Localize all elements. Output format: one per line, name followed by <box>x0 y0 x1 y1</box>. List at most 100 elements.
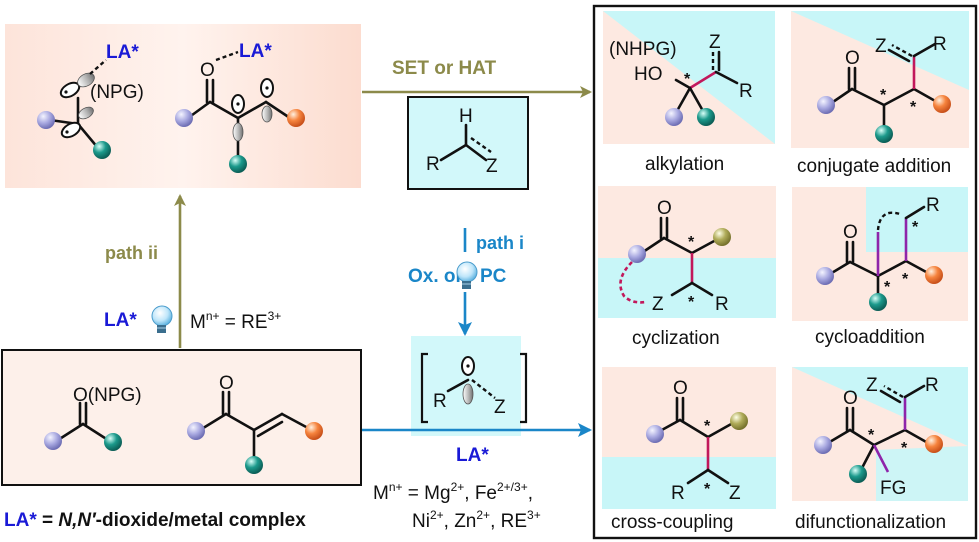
product-caption: conjugate addition <box>797 156 951 177</box>
panel-background <box>5 24 361 188</box>
path-i-arrow: path i Ox. or PC <box>408 228 524 336</box>
sphere-orange <box>933 95 951 113</box>
stereocenter-mark: * <box>704 481 711 498</box>
z-label: Z <box>486 156 498 177</box>
z-label: Z <box>494 397 506 418</box>
sphere-orange <box>287 109 305 127</box>
ketyl-radical-intermediate: LA* (NPG) <box>37 42 144 159</box>
sphere-teal <box>869 293 887 311</box>
o-label: O <box>843 388 858 409</box>
radical-box: R Z <box>411 336 528 436</box>
r-label: R <box>933 34 947 55</box>
la-label: LA* <box>239 41 272 62</box>
metal-list-line1: Mn+ = Mg2+, Fe2+/3+, <box>373 480 533 504</box>
sphere-purple <box>187 422 205 440</box>
sphere-teal <box>104 433 122 451</box>
stereocenter-mark: * <box>868 427 875 444</box>
carbonyl-label: O(NPG) <box>73 385 142 406</box>
z-label: Z <box>709 32 721 53</box>
ho-label: HO <box>634 64 663 85</box>
r-label: R <box>715 294 729 315</box>
sphere-orange <box>925 266 943 284</box>
product-cross-coupling: O R Z * * cross-coupling <box>602 367 776 533</box>
sphere-purple <box>44 432 62 450</box>
stereocenter-mark: * <box>910 99 917 116</box>
left-bracket <box>420 352 428 424</box>
sphere-purple <box>37 111 55 129</box>
sphere-purple <box>816 267 834 285</box>
r-label: R <box>426 154 440 175</box>
reagent-box-frame <box>407 96 529 190</box>
stereocenter-mark: * <box>880 87 887 104</box>
lightbulb-icon <box>151 305 173 333</box>
substrates-panel: O(NPG) O <box>1 349 362 486</box>
sphere-purple <box>175 109 193 127</box>
lightbulb-icon <box>456 261 478 289</box>
product-caption: difunctionalization <box>795 512 946 533</box>
sphere-olive <box>713 228 731 246</box>
set-or-hat-label: SET or HAT <box>392 58 497 79</box>
z-label: Z <box>875 36 887 57</box>
product-caption: alkylation <box>645 154 724 175</box>
product-caption: cyclization <box>632 328 720 349</box>
stereocenter-mark: * <box>912 219 919 236</box>
substrates-box <box>1 349 362 486</box>
stereocenter-mark: * <box>901 440 908 457</box>
npg-label: (NPG) <box>90 82 144 103</box>
intermediates-panel: LA* (NPG) O LA* <box>5 24 361 188</box>
metal-condition-label: Mn+ = RE3+ <box>190 309 281 333</box>
stereocenter-mark: * <box>704 418 711 435</box>
o-label: O <box>657 198 672 219</box>
product-difunctionalization: O Z R FG * * difunctionalization <box>792 367 968 533</box>
sphere-teal <box>93 141 111 159</box>
z-label: Z <box>866 375 878 396</box>
sphere-teal <box>245 456 263 474</box>
stereocenter-mark: * <box>684 71 691 88</box>
r-label: R <box>433 391 447 412</box>
fg-label: FG <box>880 478 906 499</box>
o-label: O <box>843 222 858 243</box>
sphere-teal <box>849 465 867 483</box>
path-ii-arrow: path ii LA* Mn+ = RE3+ <box>104 194 281 348</box>
sphere-orange <box>305 422 323 440</box>
sphere-purple <box>628 245 646 263</box>
path-ii-label: path ii <box>105 243 158 263</box>
la-arrow: LA* Mn+ = Mg2+, Fe2+/3+, Ni2+, Zn2+, RE3… <box>362 423 592 532</box>
sphere-purple <box>665 108 683 126</box>
o-label: O <box>673 378 688 399</box>
set-hat-arrow: SET or HAT <box>362 58 592 98</box>
sphere-purple <box>646 425 664 443</box>
product-conjugate-addition: O Z R * * conjugate addition <box>791 11 969 177</box>
products-panel: (NHPG) HO Z R * alkylation O Z <box>592 4 978 540</box>
la-label: LA* <box>456 445 489 466</box>
oxygen-label: O <box>200 60 215 81</box>
la-label: LA* <box>104 310 137 331</box>
sphere-orange <box>925 435 943 453</box>
ox-label: Ox. or <box>408 266 464 287</box>
la-definition: LA* = N,N′-dioxide/metal complex <box>4 510 306 531</box>
r-label: R <box>925 375 939 396</box>
right-bracket <box>520 352 528 424</box>
sphere-olive <box>730 412 748 430</box>
r-label: R <box>671 483 685 504</box>
sphere-teal <box>697 108 715 126</box>
product-alkylation: (NHPG) HO Z R * alkylation <box>603 11 775 175</box>
sphere-purple <box>817 96 835 114</box>
r-label: R <box>739 81 753 102</box>
sphere-teal <box>229 155 247 173</box>
product-caption: cycloaddition <box>815 327 925 348</box>
stereocenter-mark: * <box>884 279 891 296</box>
h-label: H <box>459 106 473 127</box>
z-label: Z <box>729 483 741 504</box>
reagent-box: H R Z <box>407 96 529 190</box>
enolate-radical-intermediate: O LA* <box>175 41 305 173</box>
z-label: Z <box>652 294 664 315</box>
nhpg-label: (NHPG) <box>609 39 677 60</box>
o-label: O <box>845 48 860 69</box>
stereocenter-mark: * <box>688 234 695 251</box>
stereocenter-mark: * <box>902 271 909 288</box>
r-label: R <box>926 195 940 216</box>
pc-label: PC <box>480 266 507 287</box>
product-cycloaddition: O R * * * cycloaddition <box>792 187 968 348</box>
